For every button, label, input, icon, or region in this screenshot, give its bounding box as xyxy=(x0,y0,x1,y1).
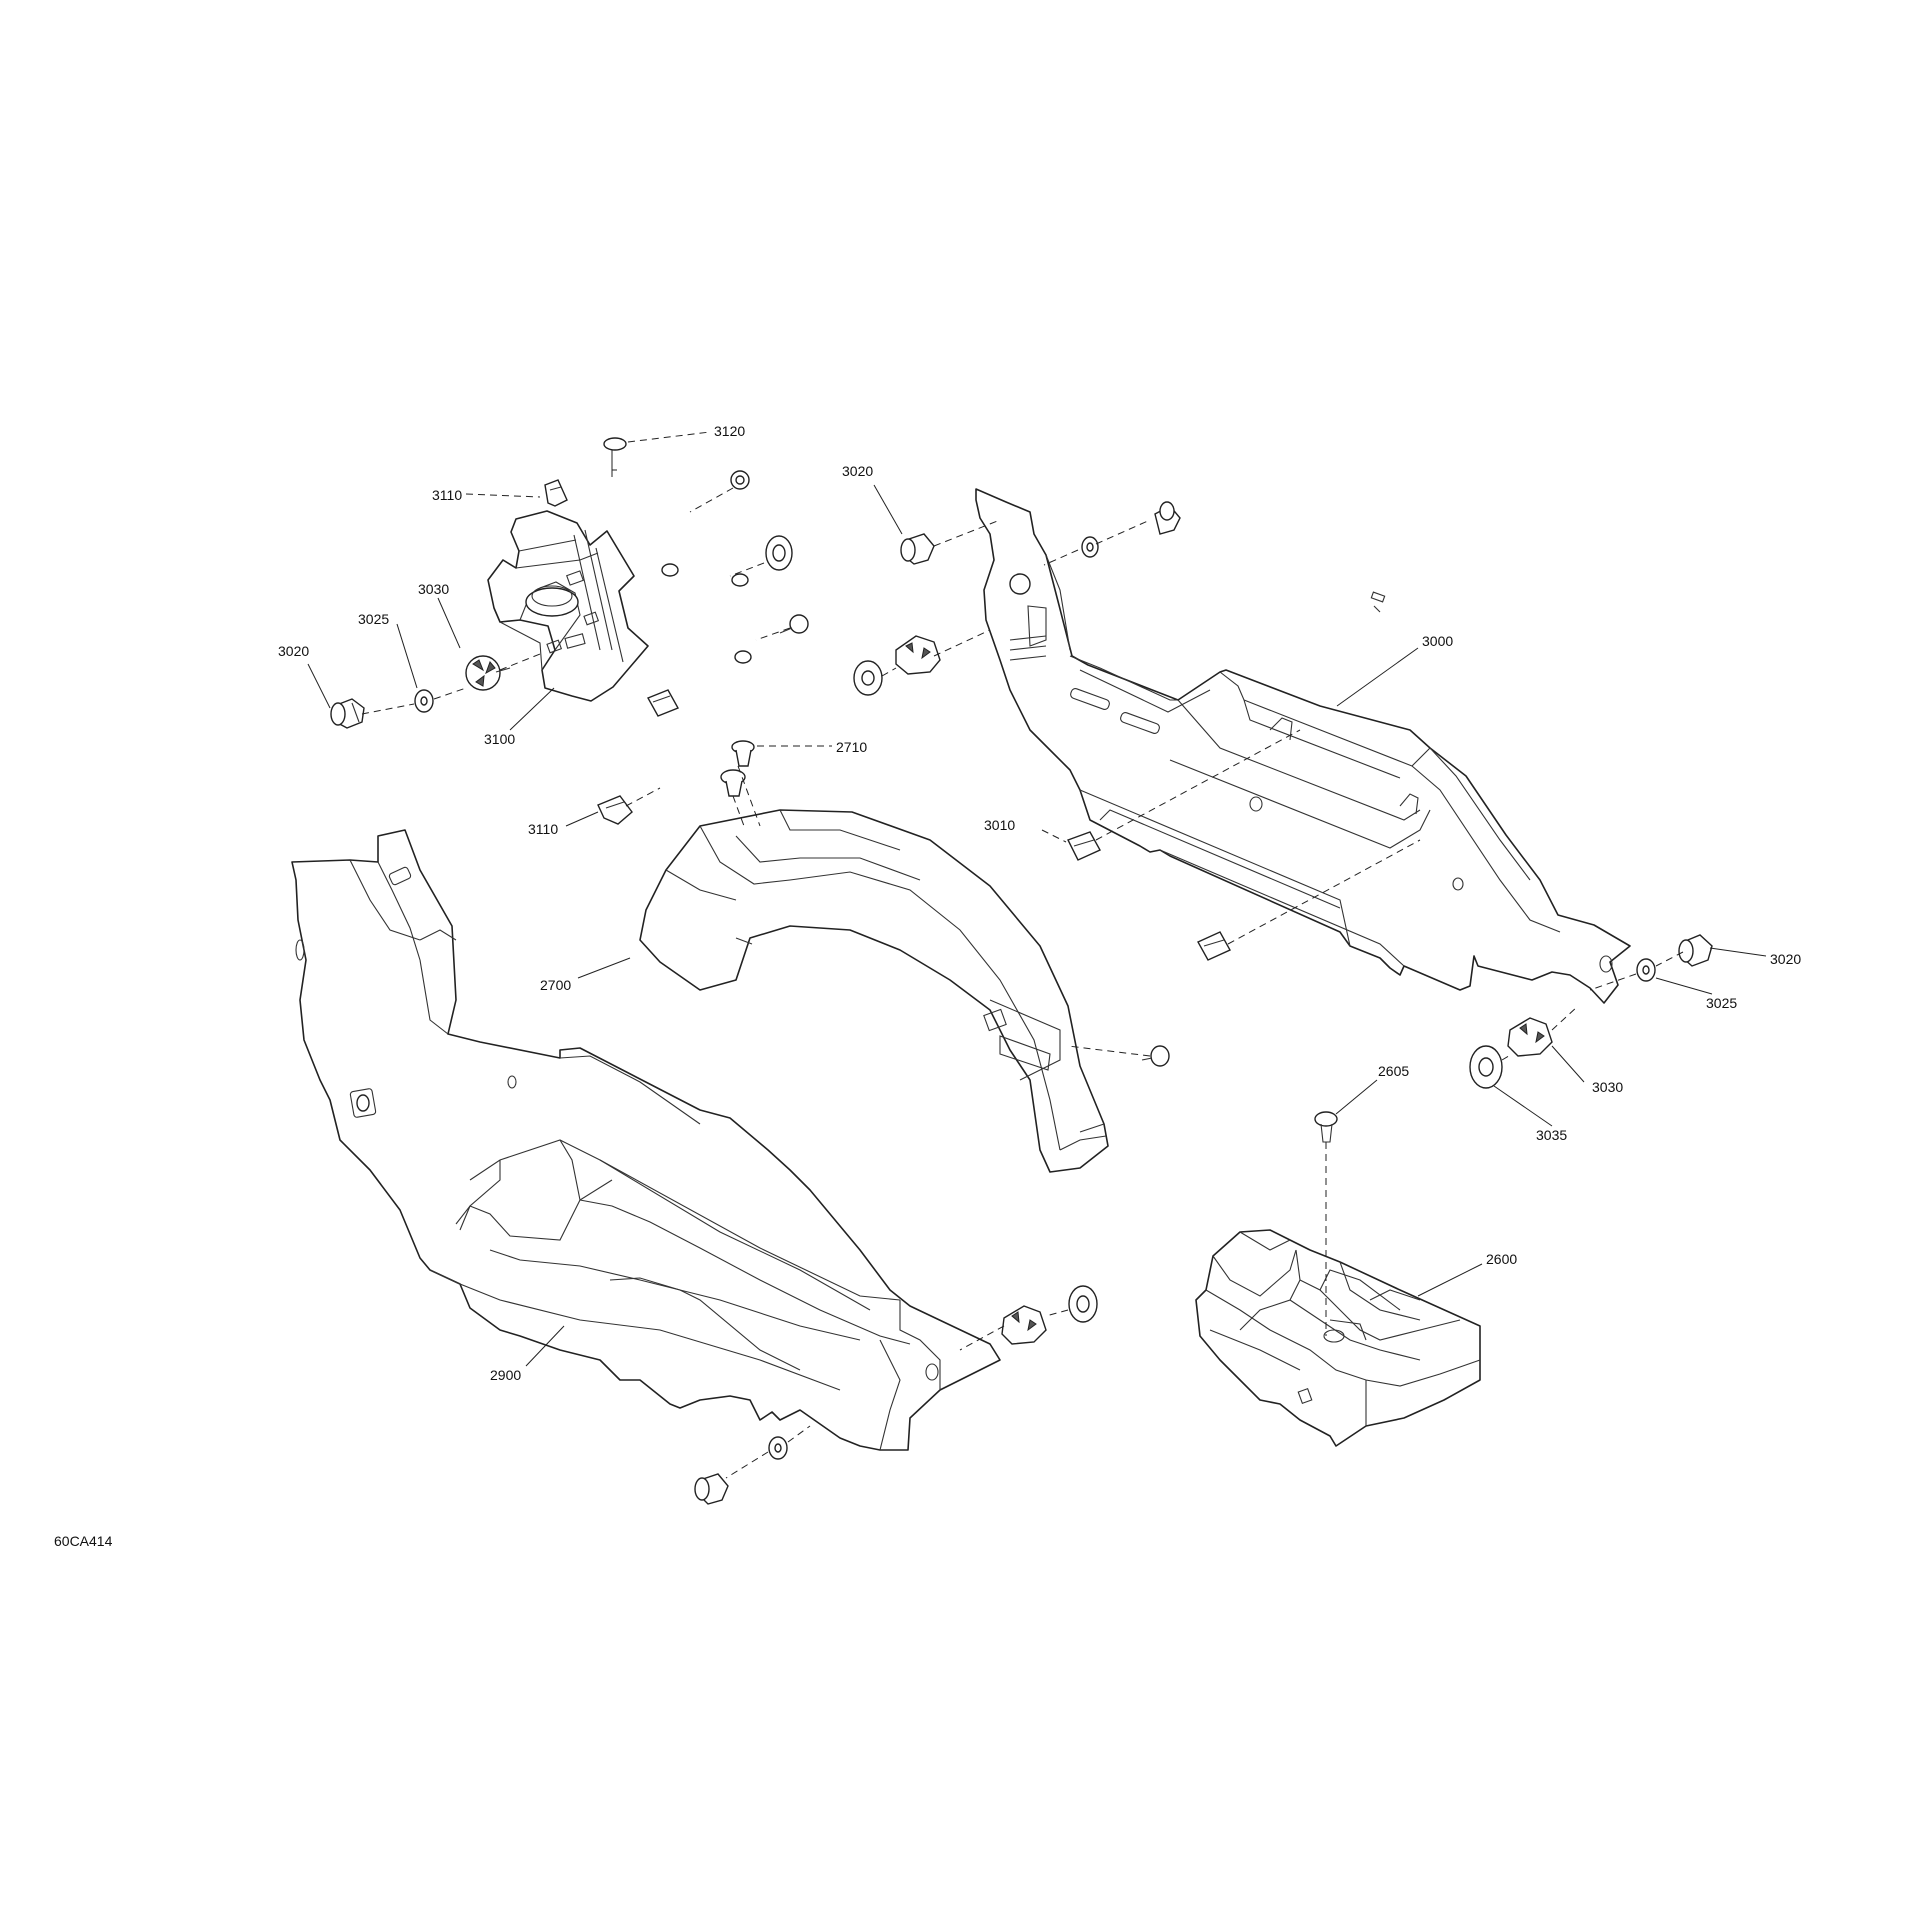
screw-right-of-2700 xyxy=(1141,1045,1170,1067)
push-rivet-2900 xyxy=(1001,1305,1047,1345)
push-rivet-2900-lower xyxy=(694,1473,729,1505)
part-3000-side-panel xyxy=(975,488,1631,1004)
washer-top-right xyxy=(765,535,793,571)
washer-top-right-3000 xyxy=(1081,536,1099,558)
clip-3110-mid xyxy=(597,795,633,825)
part-2700-fender xyxy=(639,809,1109,1173)
clip-below-3010 xyxy=(1197,931,1231,961)
push-rivet-3030-right xyxy=(1507,1017,1553,1057)
push-pin-2710 xyxy=(731,740,755,767)
callout-3020-top: 3020 xyxy=(842,463,873,479)
callout-3120: 3120 xyxy=(714,423,745,439)
push-rivet-3030-left xyxy=(465,655,511,691)
drawing-reference-code: 60CA414 xyxy=(54,1533,113,1549)
callout-3010: 3010 xyxy=(984,817,1015,833)
screw-2605 xyxy=(1314,1111,1338,1143)
callout-3110-top: 3110 xyxy=(432,487,462,503)
callout-3100: 3100 xyxy=(484,731,515,747)
callout-2605: 2605 xyxy=(1378,1063,1409,1079)
leader-lines xyxy=(307,431,1767,1479)
washer-2900-lower xyxy=(768,1436,788,1460)
push-rivet-3020-left xyxy=(330,698,365,729)
clip-3010 xyxy=(1067,831,1101,861)
push-rivet-center xyxy=(895,635,941,675)
callout-2710: 2710 xyxy=(836,739,867,755)
push-rivet-top-right xyxy=(1154,501,1181,535)
callout-2600: 2600 xyxy=(1486,1251,1517,1267)
push-rivet-3020-right xyxy=(1678,934,1713,967)
push-rivet-3020-top xyxy=(900,533,935,565)
callout-3110-mid: 3110 xyxy=(528,821,558,837)
washer-3035 xyxy=(1469,1045,1503,1089)
washer-3025-left xyxy=(414,689,434,713)
push-pin-2710-lower xyxy=(720,769,746,797)
part-2600-tray xyxy=(1195,1229,1481,1447)
callout-3030-right: 3030 xyxy=(1592,1079,1623,1095)
callout-labels: 3120 3110 3030 3025 3020 3100 3110 2710 … xyxy=(278,423,1801,1383)
callout-3020-right: 3020 xyxy=(1770,951,1801,967)
callout-3030-left: 3030 xyxy=(418,581,449,597)
callout-3000: 3000 xyxy=(1422,633,1453,649)
clip-3110-lower-on-bracket xyxy=(647,689,679,717)
callout-3035: 3035 xyxy=(1536,1127,1567,1143)
callout-2900: 2900 xyxy=(490,1367,521,1383)
nut-top-right xyxy=(730,470,750,490)
washer-center-left xyxy=(853,660,883,696)
callout-3025-right: 3025 xyxy=(1706,995,1737,1011)
washer-2900-upper xyxy=(1068,1285,1098,1323)
fastener-3120-screw xyxy=(603,437,627,471)
screw-right-of-3100 xyxy=(779,614,809,634)
part-3100-bracket xyxy=(487,510,752,702)
callout-2700: 2700 xyxy=(540,977,571,993)
clip-3110-top xyxy=(544,479,568,507)
washer-3025-right xyxy=(1636,958,1656,982)
callout-3020-left: 3020 xyxy=(278,643,309,659)
callout-3025-left: 3025 xyxy=(358,611,389,627)
part-2900-lower-panel xyxy=(291,829,1001,1451)
